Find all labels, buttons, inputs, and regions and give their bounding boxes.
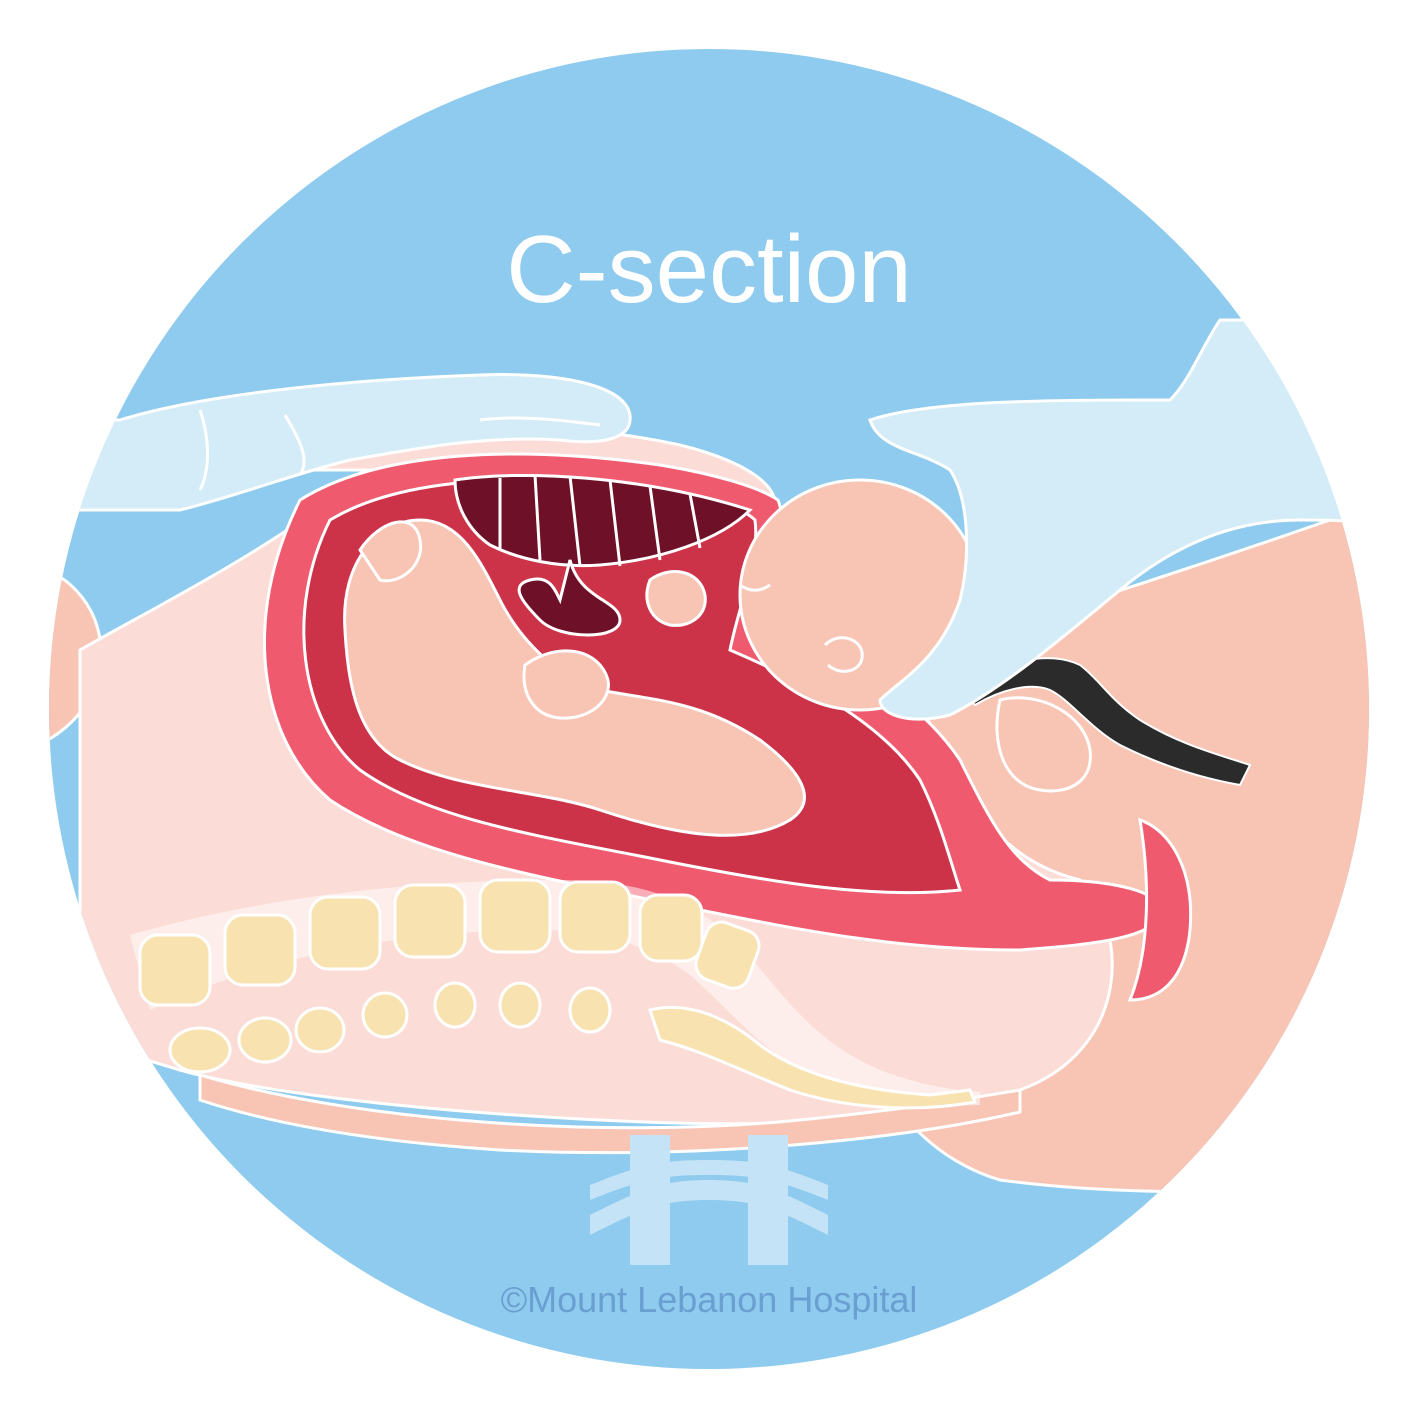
hospital-h-logo-icon — [590, 1135, 828, 1265]
baby-foot — [358, 520, 423, 583]
baby-body — [343, 518, 806, 837]
umbilical-cord — [517, 559, 622, 637]
right-glove — [868, 318, 1369, 721]
left-glove — [49, 373, 632, 512]
vertebra — [558, 880, 632, 954]
credit-text: ©Mount Lebanon Hospital — [501, 1279, 918, 1320]
vertebra-process — [498, 981, 542, 1029]
baby-fist — [645, 570, 707, 627]
placenta — [453, 473, 753, 568]
vertebra-process — [568, 986, 612, 1034]
retractor-tool — [958, 657, 1252, 787]
baby-eye — [739, 583, 771, 592]
vertebra — [478, 878, 552, 954]
spine — [130, 878, 980, 1110]
vertebra-process — [361, 991, 409, 1039]
baby-ear — [823, 636, 864, 673]
vertebra-process — [168, 1026, 232, 1074]
vertebra — [638, 893, 704, 963]
cervix — [1127, 817, 1193, 1002]
vertebra — [694, 920, 761, 990]
baby-hand — [522, 649, 610, 720]
sacrum — [648, 1005, 978, 1110]
vertebra — [308, 895, 382, 971]
vertebra — [393, 883, 467, 959]
left-glove-fingers — [198, 409, 601, 491]
diagram-title: C-section — [506, 216, 911, 323]
vertebra-process — [294, 1006, 346, 1054]
placenta-lines — [498, 474, 702, 567]
vertebra — [138, 933, 212, 1007]
back-band — [198, 1072, 1022, 1155]
bladder — [995, 696, 1092, 793]
vertebra — [223, 913, 297, 987]
vertebra-process — [237, 1016, 293, 1064]
vertebra-process — [433, 981, 477, 1029]
